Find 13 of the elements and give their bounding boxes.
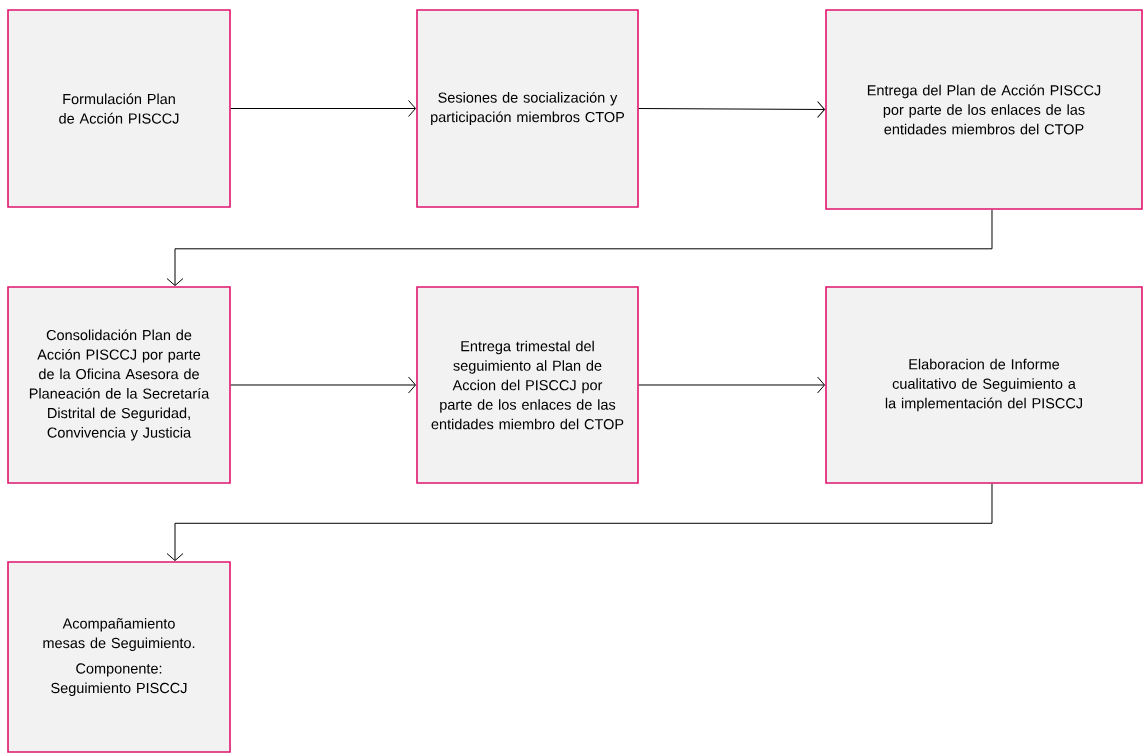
process-box: Sesiones de socialización y participación miembros CTOP — [416, 9, 639, 208]
arrow — [166, 209, 993, 287]
process-box: Formulación Plan de Acción PISCCJ — [7, 9, 231, 208]
process-box: Entrega del Plan de Acción PISCCJ por parte de los enlaces de las entidades miembros del CTOP — [825, 9, 1143, 210]
process-box: Elaboracion de Informe cualitativo de Seguimiento a la implementación del PISCCJ — [825, 286, 1143, 484]
arrow — [638, 100, 826, 118]
arrow — [638, 376, 826, 394]
arrow — [230, 100, 417, 117]
arrow — [230, 376, 417, 394]
process-box: Acompañamiento mesas de Seguimiento. Componente: Seguimiento PISCCJ — [7, 561, 231, 753]
process-box: Consolidación Plan de Acción PISCCJ por parte de la Oficina Asesora de Planeación de la Secretaría Distrital de Seguridad, Convivencia y Justicia — [7, 286, 231, 484]
arrow — [166, 483, 993, 562]
process-box: Entrega trimestal del seguimiento al Plan de Accion del PISCCJ por parte de los enlaces de las entidades miembro del CTOP — [416, 286, 639, 484]
